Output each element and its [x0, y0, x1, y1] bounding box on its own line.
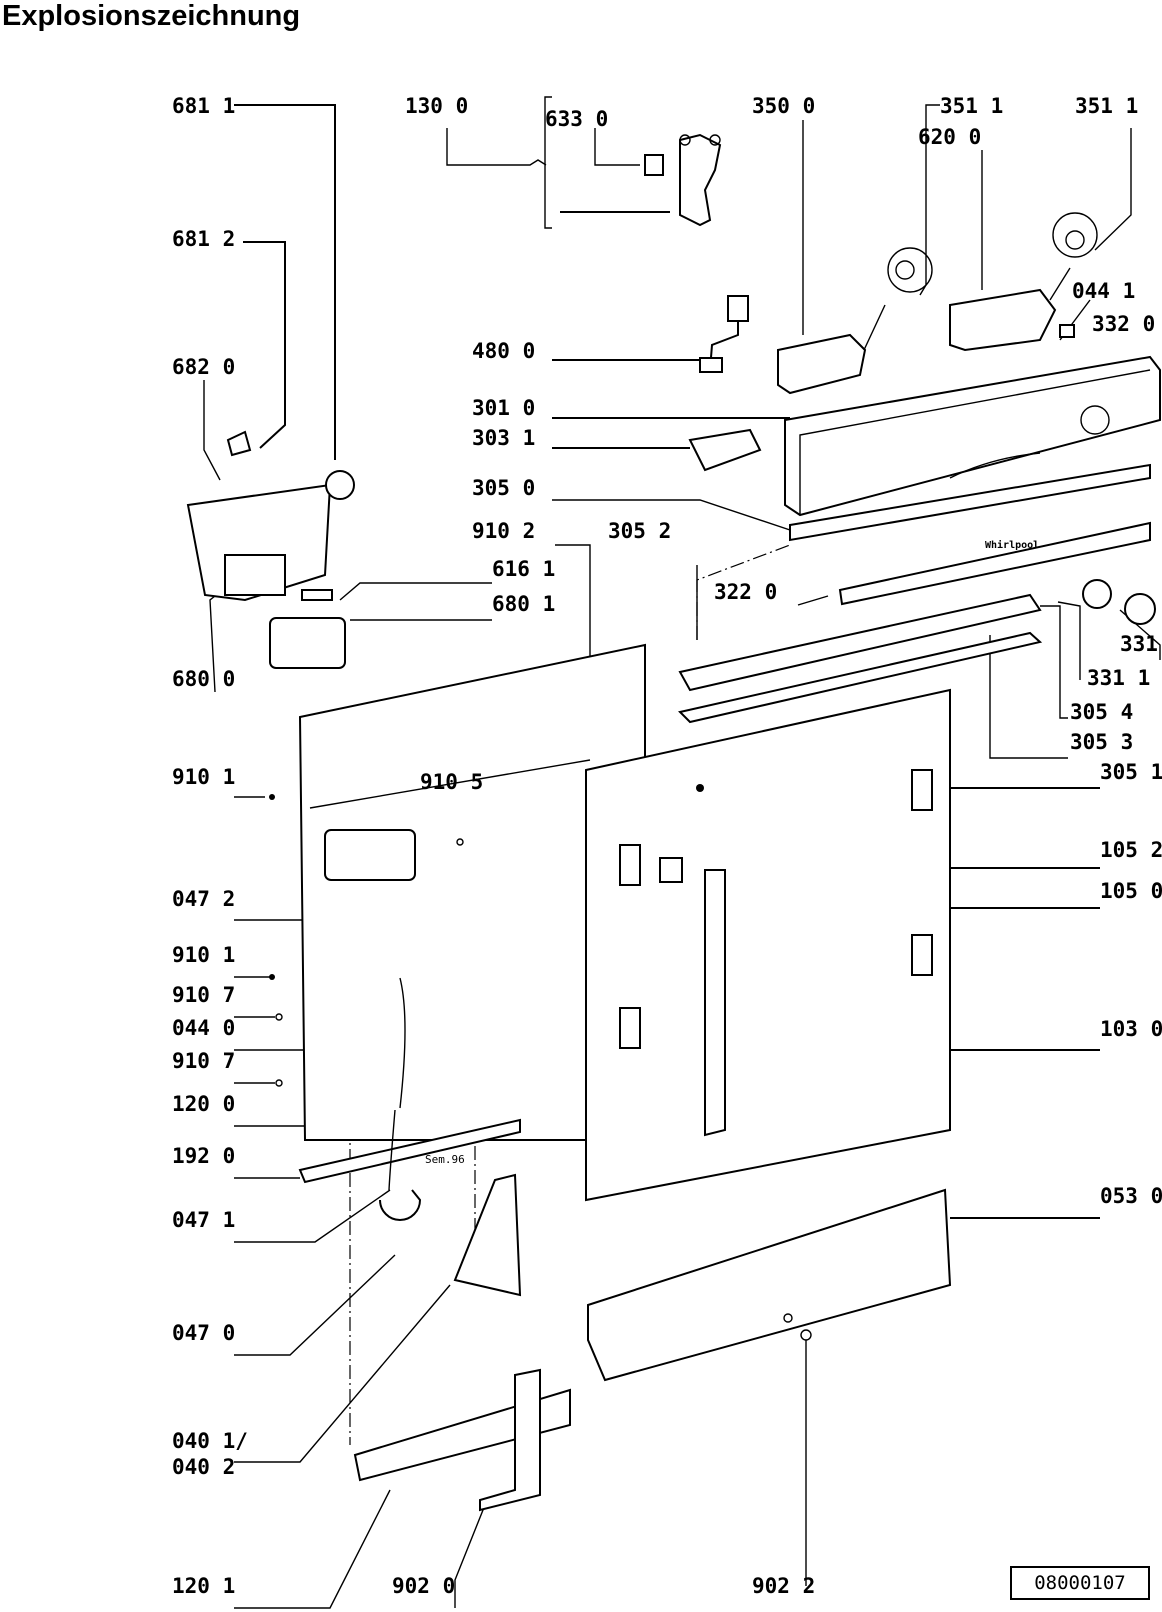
- brand-logo-text: Whirlpool: [985, 539, 1039, 551]
- stamp-text: Sem.96: [425, 1153, 465, 1166]
- callout-label: 331 1: [1087, 666, 1150, 690]
- part-301-control-panel: [784, 355, 1161, 517]
- callout-label: 105 0: [1100, 879, 1162, 903]
- part-350-board: [777, 247, 933, 395]
- part-682-dispenser: [186, 430, 355, 602]
- part-332-button: [1059, 324, 1075, 338]
- callout-label: 053 0: [1100, 1184, 1162, 1208]
- callout-label: 680 1: [492, 592, 555, 616]
- callout-label: 902 2: [752, 1574, 815, 1598]
- part-130-switch-bracket: [679, 133, 722, 227]
- callout-label: 301 0: [472, 396, 535, 420]
- callout-label: 305 4: [1070, 700, 1133, 724]
- callout-label: 910 5: [420, 770, 483, 794]
- part-616-seal: [301, 589, 333, 601]
- part-192-strip: Sem.96: [298, 1118, 521, 1184]
- callout-labels: 681 1 130 0 633 0 350 0 351 1 620 0 351 1 681 2…: [172, 94, 1162, 1598]
- callout-label: 040 2: [172, 1455, 235, 1479]
- callout-label: 910 7: [172, 983, 235, 1007]
- callout-label: 192 0: [172, 1144, 235, 1168]
- callout-label: 910 7: [172, 1049, 235, 1073]
- part-322-label-strip: [838, 521, 1151, 606]
- callout-label: 120 0: [172, 1092, 235, 1116]
- callout-label: 620 0: [918, 125, 981, 149]
- callout-label: 305 0: [472, 476, 535, 500]
- part-305-rail: [678, 593, 1043, 724]
- part-040-hinge: [453, 1173, 522, 1297]
- callout-label: 305 3: [1070, 730, 1133, 754]
- part-303-handle: [688, 428, 762, 472]
- callout-label: 681 2: [172, 227, 235, 251]
- part-120-inner-panel: [298, 643, 646, 1141]
- callout-label: 332 0: [1092, 312, 1155, 336]
- callout-label: 910 2: [472, 519, 535, 543]
- part-633-microswitch: [644, 154, 664, 176]
- parts: Sem.96 Whirlpool: [186, 133, 1161, 1512]
- callout-label: 322 0: [714, 580, 777, 604]
- callout-label: 305 2: [608, 519, 671, 543]
- callout-label: 681 1: [172, 94, 235, 118]
- part-331-knob: [1082, 579, 1156, 625]
- callout-label: 910 1: [172, 943, 235, 967]
- callout-label: 305 1: [1100, 760, 1162, 784]
- part-480-cable: [699, 295, 749, 373]
- callout-label: 120 1: [172, 1574, 235, 1598]
- part-120-bracket: [353, 1368, 571, 1512]
- callout-label: 047 1: [172, 1208, 235, 1232]
- callout-label: 105 2: [1100, 838, 1162, 862]
- callout-label: 103 0: [1100, 1017, 1162, 1041]
- callout-label: 351 1: [940, 94, 1003, 118]
- callout-label: 047 0: [172, 1321, 235, 1345]
- page-title: Explosionszeichnung: [2, 0, 301, 32]
- document-number: 08000107: [1010, 1566, 1150, 1600]
- part-305-trim: [789, 463, 1151, 542]
- callout-label: 303 1: [472, 426, 535, 450]
- part-047-spring: [379, 977, 422, 1221]
- part-620-board: [949, 212, 1098, 352]
- part-053-plinth: [587, 1188, 952, 1382]
- callout-label: 480 0: [472, 339, 535, 363]
- part-105-hinge-plate: [659, 857, 726, 1137]
- callout-label: 350 0: [752, 94, 815, 118]
- callout-label: 633 0: [545, 107, 608, 131]
- callout-label: 044 0: [172, 1016, 235, 1040]
- callout-label: 331 0: [1120, 632, 1162, 656]
- callout-label: 902 0: [392, 1574, 455, 1598]
- part-910-screws: [269, 784, 812, 1341]
- callout-label: 680 0: [172, 667, 235, 691]
- part-103-outer-door: [585, 688, 951, 1202]
- callout-label: 047 2: [172, 887, 235, 911]
- part-680-gasket: [269, 617, 346, 669]
- callout-label: 616 1: [492, 557, 555, 581]
- callout-label: 351 1: [1075, 94, 1138, 118]
- callout-label: 130 0: [405, 94, 468, 118]
- callout-label: 910 1: [172, 765, 235, 789]
- callout-label: 040 1/: [172, 1429, 248, 1453]
- callout-label: 682 0: [172, 355, 235, 379]
- callout-label: 044 1: [1072, 279, 1135, 303]
